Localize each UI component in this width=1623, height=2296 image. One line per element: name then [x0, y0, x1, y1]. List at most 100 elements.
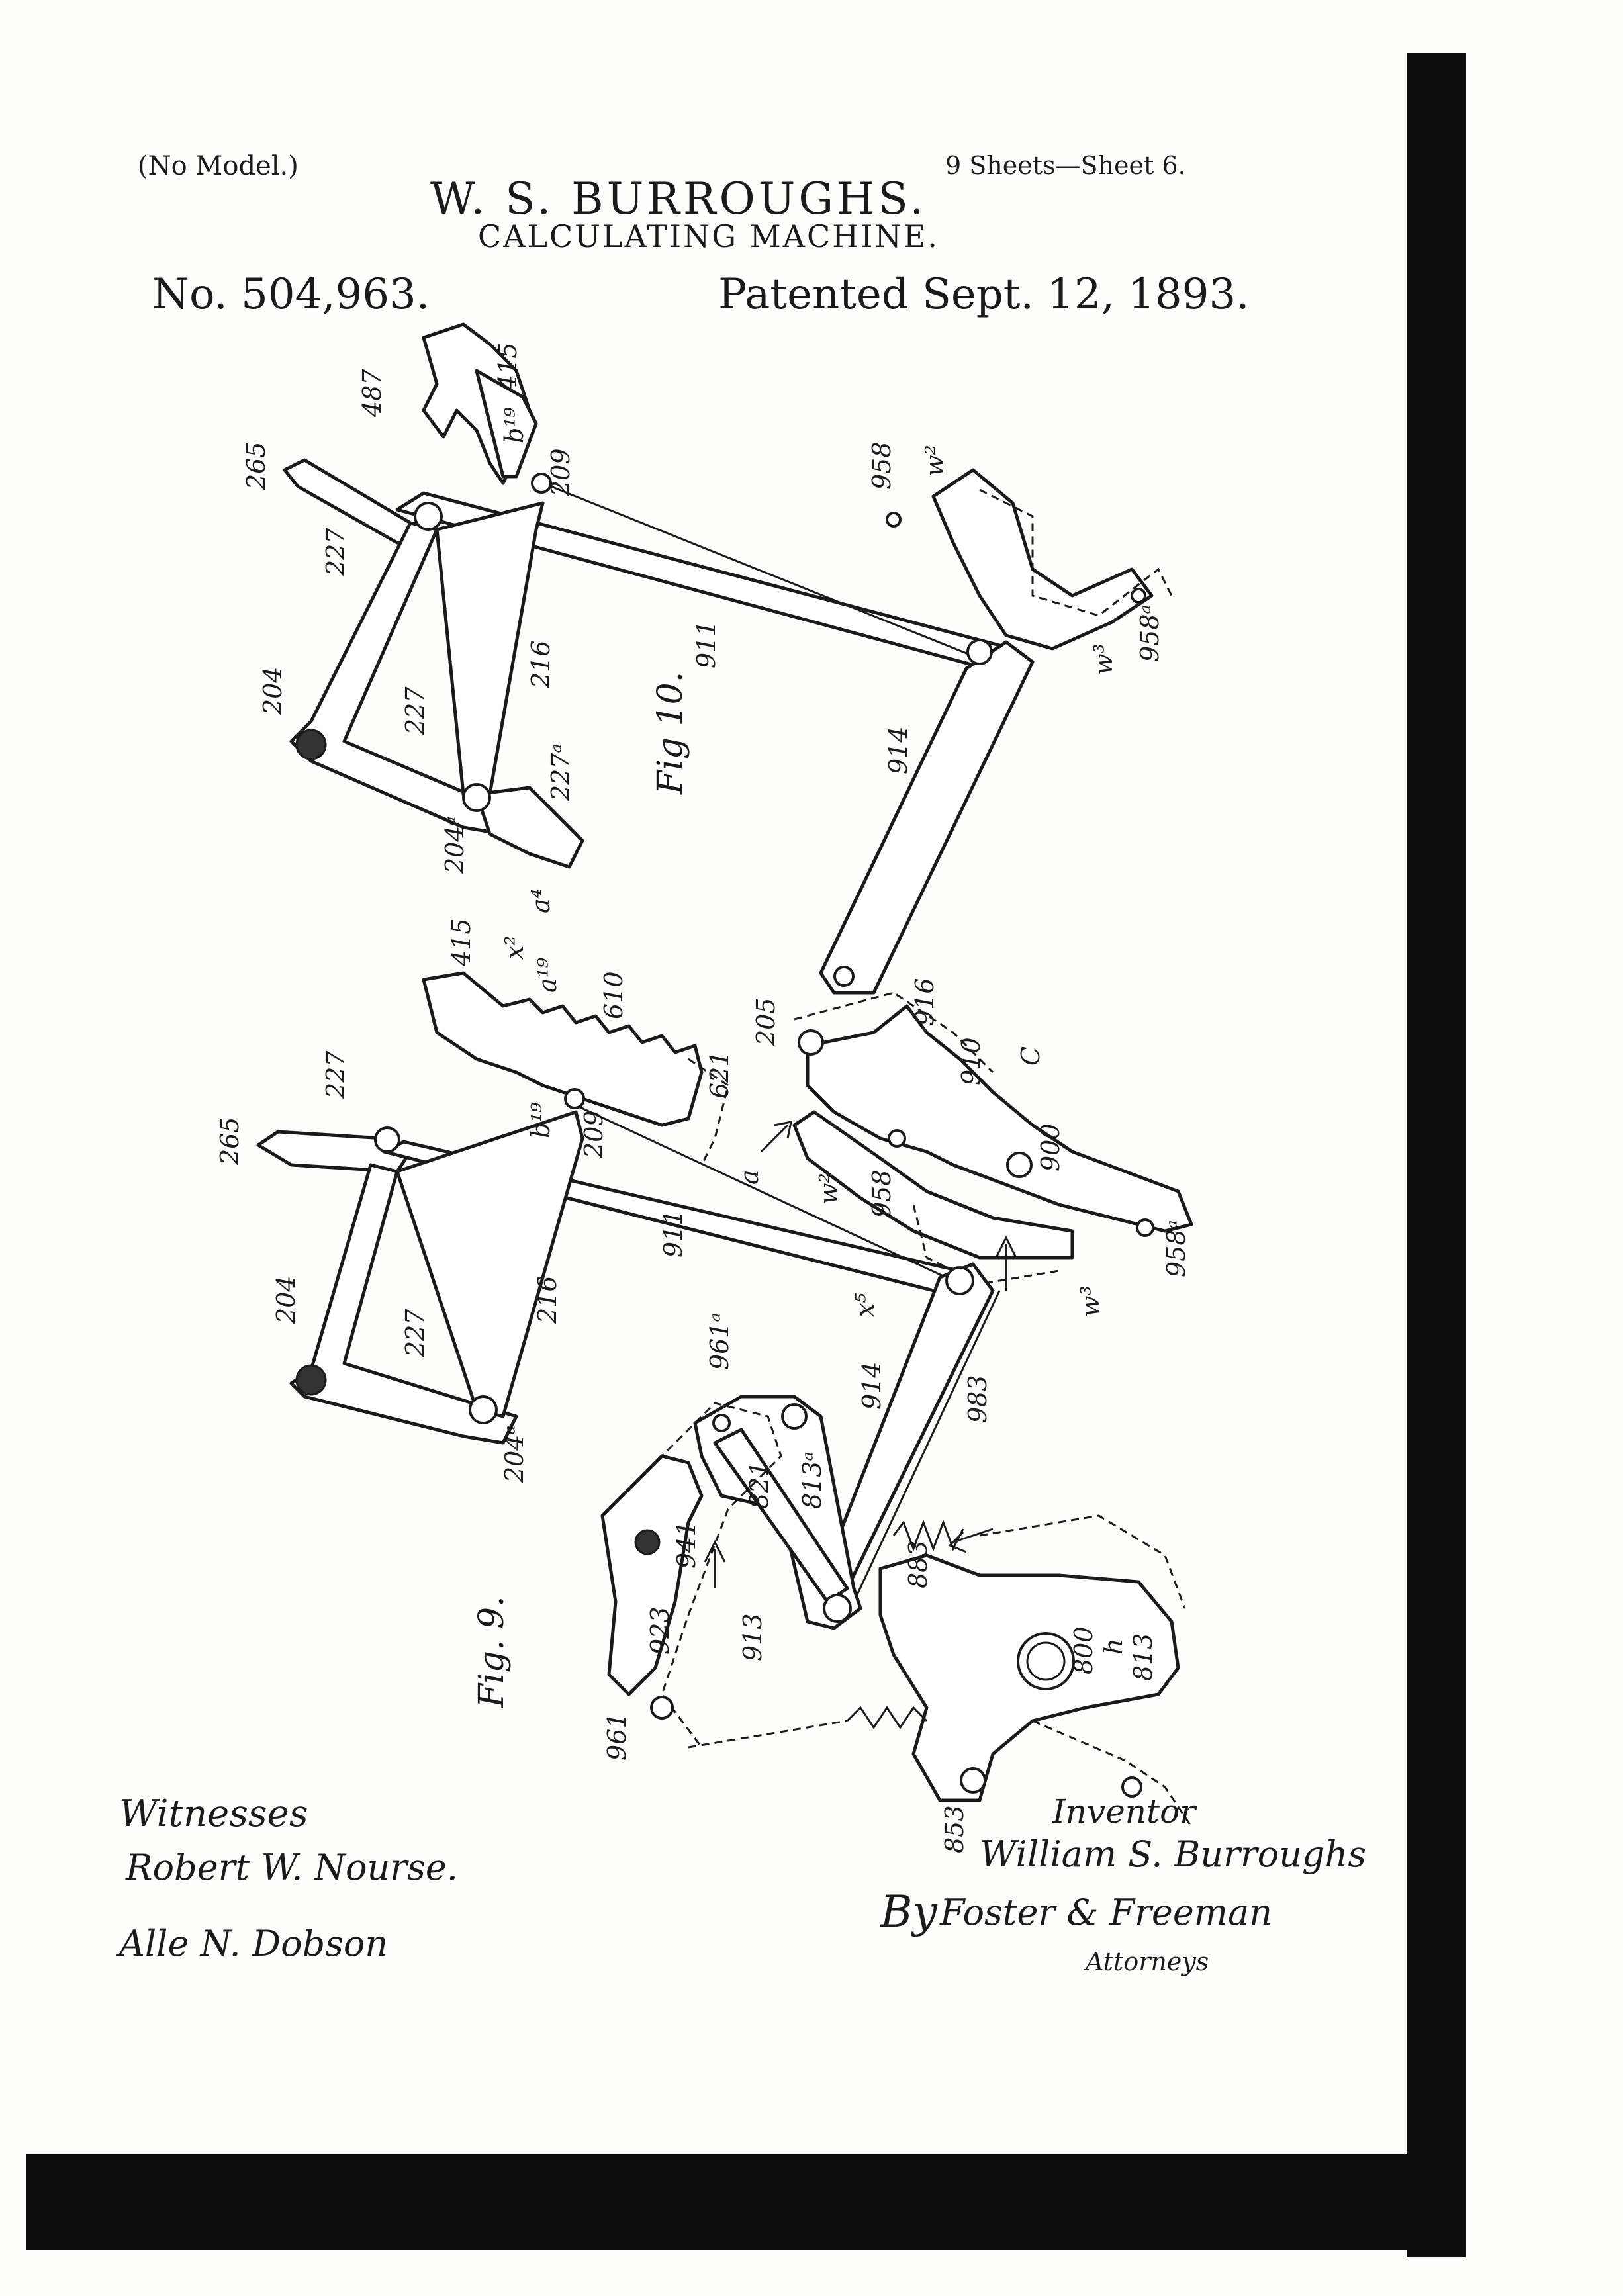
fig9-ref-x5: x⁵ [851, 1293, 880, 1317]
fig10-arm-227a [475, 786, 584, 869]
fig9-hub-800-inner [1026, 1641, 1066, 1681]
fig9-pin-961a [712, 1414, 731, 1432]
fig9-label: Fig. 9. [472, 1596, 512, 1708]
inventor-label: Inventor [1052, 1792, 1196, 1831]
fig9-pin-941 [634, 1529, 661, 1555]
fig9-arrow-plate [948, 1528, 994, 1553]
fig9-arrow-pawl [704, 1539, 726, 1588]
fig10-ref-w3: w³ [1089, 643, 1118, 675]
fig9-ref-983: 983 [963, 1375, 992, 1423]
fig9-segment-610 [422, 971, 704, 1127]
model-note: (No Model.) [138, 151, 299, 181]
fig9-bar-911-edge [575, 1104, 954, 1282]
fig10-ref-487: 487 [357, 369, 387, 418]
scan-border-bottom [26, 2154, 1466, 2250]
fig9-ref-204: 204 [271, 1275, 301, 1324]
fig9-pin-204 [295, 1364, 327, 1396]
fig9-ref-a: a [735, 1170, 764, 1185]
fig9-ref-w2: w² [814, 1173, 843, 1205]
fig9-pin-x5 [945, 1266, 974, 1295]
fig9-pin-813 [781, 1403, 808, 1430]
fig10-pin-227 [414, 502, 443, 531]
fig9-link-216 [395, 1110, 584, 1418]
scan-border-right [1407, 53, 1466, 2257]
fig9-ref-821: 821 [745, 1461, 774, 1509]
fig9-ref-x2: x² [500, 935, 529, 960]
fig9-ref-961a: 961ᵃ [705, 1312, 734, 1370]
fig9-ref-910: 910 [956, 1037, 986, 1085]
fig9-arm-813a [713, 1428, 849, 1604]
fig9-ref-941: 941 [672, 1520, 701, 1569]
fig9-ref-216: 216 [533, 1275, 562, 1324]
fig10-bar-911-edge [542, 482, 980, 660]
fig9-ref-853: 853 [940, 1805, 969, 1853]
fig10-ref-209: 209 [546, 448, 575, 497]
fig9-ref-205: 205 [751, 997, 780, 1046]
fig9-spring-lower [846, 1706, 928, 1729]
fig9-pawl-dashed [647, 1402, 782, 1748]
fig10-ref-227-mid: 227 [400, 686, 430, 735]
fig9-ref-227-top: 227 [321, 1050, 350, 1099]
fig9-dashed-link [688, 1720, 848, 1749]
fig9-ref-204a: 204ᵃ [500, 1425, 529, 1483]
fig10-ref-w2: w² [920, 445, 949, 477]
fig10-ref-958: 958 [867, 441, 896, 490]
patent-number: No. 504,963. [152, 270, 430, 319]
fig10-pin-209 [531, 473, 552, 494]
fig9-pin-853 [960, 1767, 986, 1794]
fig9-ref-923: 923 [645, 1606, 674, 1655]
fig9-pin-958 [888, 1129, 906, 1148]
fig9-ref-961: 961 [602, 1712, 631, 1761]
fig10-pin-911-914 [966, 639, 993, 665]
figure-9: 415 x² a¹⁹ 610 621 b¹⁹ 209 227 265 204 2… [215, 918, 1193, 1853]
fig9-ref-813a: 813ᵃ [798, 1451, 827, 1509]
fig10-pin-914-end [833, 966, 855, 987]
fig9-link-983 [853, 1290, 1001, 1602]
fig9-pin-958a [1136, 1218, 1154, 1237]
witness-signature-2: Alle N. Dobson [119, 1923, 389, 1964]
fig10-pin-204 [295, 729, 327, 760]
fig9-member-w [792, 1110, 1074, 1260]
fig9-arrow-a [760, 1121, 792, 1153]
fig9-ref-C: C [1016, 1046, 1045, 1066]
fig9-ref-a19: a¹⁹ [533, 957, 562, 993]
witnesses-label: Witnesses [119, 1792, 308, 1835]
fig10-member-w-dashed [979, 488, 1173, 617]
fig9-pawl-923 [600, 1454, 704, 1696]
fig9-ref-883: 883 [904, 1540, 933, 1588]
fig9-pin-961 [650, 1696, 674, 1720]
fig10-pin-204a [462, 783, 491, 812]
fig10-ref-204: 204 [258, 666, 287, 715]
figure-10: 487 415 b¹⁹ 209 265 227 204 227 216 227ᵃ… [242, 322, 1173, 995]
by-label: By [880, 1886, 937, 1937]
fig9-arrow-983 [995, 1235, 1017, 1291]
fig9-ref-h: h [1099, 1639, 1128, 1655]
fig9-ref-610: 610 [599, 971, 628, 1019]
fig10-ref-204a: 204ᵃ [440, 816, 469, 874]
fig10-ref-265: 265 [242, 441, 271, 490]
fig9-ref-209: 209 [579, 1110, 608, 1159]
fig9-pin-209 [564, 1088, 585, 1109]
witness-signature-1: Robert W. Nourse. [126, 1847, 458, 1888]
fig9-pin-913 [823, 1594, 852, 1623]
fig10-ref-a4: a⁴ [526, 888, 555, 913]
fig9-pin-plate [1121, 1776, 1142, 1798]
fig10-arm-914 [819, 640, 1035, 995]
fig9-sector-dashed [794, 991, 994, 1074]
fig9-link-914 [819, 1262, 995, 1590]
fig9-ref-911: 911 [659, 1209, 688, 1258]
fig9-pin-205 [798, 1029, 824, 1056]
patent-date: Patented Sept. 12, 1893. [718, 270, 1250, 319]
patent-title: CALCULATING MACHINE. [478, 218, 939, 254]
fig9-ref-b19: b¹⁹ [526, 1101, 555, 1138]
fig9-hub-800 [1017, 1632, 1075, 1690]
fig9-ref-265: 265 [215, 1117, 244, 1166]
fig10-link-216 [435, 501, 545, 796]
fig10-segment-415 [475, 369, 538, 479]
attorney-signature: Foster & Freeman [940, 1892, 1272, 1933]
inventor-name: W. S. BURROUGHS. [430, 173, 927, 224]
fig10-ref-b19: b¹⁹ [500, 406, 529, 443]
attorneys-label: Attorneys [1086, 1947, 1209, 1976]
fig9-plate-lower-dashed [1032, 1720, 1193, 1827]
